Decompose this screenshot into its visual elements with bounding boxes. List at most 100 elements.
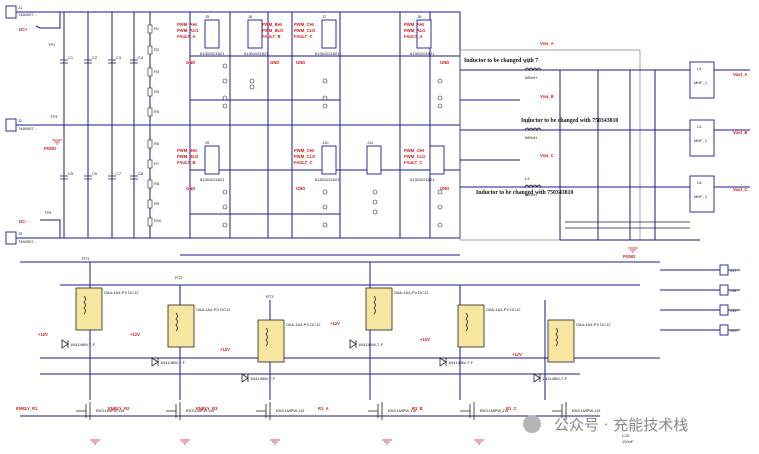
- svg-text:PWM_CHI: PWM_CHI: [294, 22, 314, 27]
- mosfet-q5: BSS138PW,115 R1_B: [412, 402, 509, 420]
- svg-text:PWM_CLO: PWM_CLO: [294, 28, 316, 33]
- svg-text:61301021821: 61301021821: [410, 177, 435, 182]
- svg-text:GND: GND: [440, 60, 449, 65]
- svg-text:BSS138PW,115: BSS138PW,115: [96, 408, 125, 413]
- svg-text:公众号 · 充能技术栈: 公众号 · 充能技术栈: [554, 416, 688, 434]
- svg-text:GND: GND: [186, 60, 195, 65]
- svg-text:R5: R5: [154, 109, 160, 114]
- svg-text:R1_A: R1_A: [318, 406, 329, 411]
- svg-text:MHF_1: MHF_1: [694, 80, 708, 85]
- svg-text:R7: R7: [154, 161, 160, 166]
- header-j9: J9 PWM_BHI PWM_BLO FAULT_B 61301021821 G…: [177, 140, 225, 191]
- relay-k4: G6A-1A4-PV DC12: [365, 287, 429, 331]
- relay-section: RT1 RT2 RT3 G6A-1A4-PV DC12 G6A-1A4-PV D…: [16, 254, 740, 444]
- relay-k3: G6A-1A4-PV DC12: [257, 319, 321, 363]
- svg-text:J18: J18: [730, 288, 737, 293]
- svg-text:GND: GND: [296, 186, 305, 191]
- svg-text:J6: J6: [248, 14, 253, 19]
- relay-output-connectors: J17 J18 J19 J20: [719, 264, 737, 336]
- svg-text:1N4148W-7-F: 1N4148W-7-F: [448, 360, 474, 365]
- svg-text:J10: J10: [322, 140, 329, 145]
- svg-text:J8: J8: [417, 14, 422, 19]
- svg-text:PWM_CLO: PWM_CLO: [404, 154, 426, 159]
- svg-text:RT3: RT3: [266, 294, 274, 299]
- svg-text:J20: J20: [730, 328, 737, 333]
- svg-text:J11: J11: [367, 140, 374, 145]
- svg-text:Vout_C: Vout_C: [733, 187, 747, 192]
- svg-text:G6A-1A4-PV DC12: G6A-1A4-PV DC12: [486, 307, 521, 312]
- svg-text:GND: GND: [440, 186, 449, 191]
- mosfet-q1: BSS138PW,115 ENRLY_R1: [16, 402, 125, 420]
- svg-text:R9: R9: [154, 201, 160, 206]
- svg-text:J9: J9: [205, 140, 210, 145]
- mosfet-q2: BSS138PW,115 ENRLY_R2: [108, 402, 215, 420]
- header-j8: J8 PWM_AHI PWM_ALO FAULT_A 61301021821 G…: [404, 14, 449, 65]
- svg-text:FAULT_B: FAULT_B: [262, 34, 281, 39]
- svg-text:PWM_AHI: PWM_AHI: [177, 22, 197, 27]
- svg-text:BSS138PW,115: BSS138PW,115: [276, 408, 305, 413]
- testpoint-tp1: TP1: [48, 42, 56, 47]
- svg-text:L2: L2: [525, 119, 530, 124]
- svg-text:61301021821: 61301021821: [410, 51, 435, 56]
- svg-text:J1: J1: [18, 5, 23, 10]
- ground-symbols: [52, 139, 638, 445]
- svg-text:C8: C8: [138, 171, 144, 176]
- output-module-c: L6 MHF_1: [689, 175, 715, 213]
- svg-text:PWM_BHI: PWM_BHI: [177, 148, 197, 153]
- output-stage: Inductor to be changed with 7 Inductor t…: [459, 41, 750, 259]
- svg-text:J7: J7: [322, 14, 327, 19]
- bottom-cap-value: 100nF: [622, 439, 634, 444]
- svg-text:Vsw_B: Vsw_B: [540, 94, 554, 99]
- svg-text:R10: R10: [154, 218, 162, 223]
- svg-text:GND: GND: [270, 60, 279, 65]
- svg-text:G6A-1A4-PV DC12: G6A-1A4-PV DC12: [576, 322, 611, 327]
- svg-text:C1: C1: [68, 55, 74, 60]
- watermark: 公众号 · 充能技术栈: [523, 415, 688, 434]
- testpoint-tp3: TP3: [50, 114, 58, 119]
- svg-text:680nH: 680nH: [525, 192, 537, 197]
- svg-text:61301021821: 61301021821: [200, 177, 225, 182]
- svg-text:BSS138PW,115: BSS138PW,115: [186, 408, 215, 413]
- dc-input-section: J1 7460007... J2 7460007... J3 7460007..…: [5, 5, 460, 245]
- svg-text:MHF_1: MHF_1: [694, 194, 708, 199]
- svg-text:PWM_CHI: PWM_CHI: [294, 148, 314, 153]
- svg-text:PWM_CLO: PWM_CLO: [294, 154, 316, 159]
- svg-text:J3: J3: [18, 231, 23, 236]
- svg-text:PWM_BHI: PWM_BHI: [262, 22, 282, 27]
- svg-text:1N4148W-7-F: 1N4148W-7-F: [358, 342, 384, 347]
- net-label-dc-minus: DC-: [19, 219, 27, 224]
- svg-text:J5: J5: [205, 14, 210, 19]
- svg-text:PWM_CHI: PWM_CHI: [404, 148, 424, 153]
- svg-text:R1: R1: [154, 26, 160, 31]
- svg-text:+12V: +12V: [330, 321, 340, 326]
- net-label-dc-plus: DC+: [19, 27, 28, 32]
- svg-text:RT1: RT1: [82, 256, 90, 261]
- inductor-l1: L1 680nH: [524, 59, 542, 80]
- mosfet-q3: BSS138PW,115 ENRLY_R3: [196, 402, 305, 420]
- svg-text:L1: L1: [525, 59, 530, 64]
- svg-text:R1_C: R1_C: [506, 406, 517, 411]
- svg-text:ENRLY_R1: ENRLY_R1: [16, 406, 38, 411]
- svg-text:680nH: 680nH: [525, 135, 537, 140]
- svg-text:+12V: +12V: [420, 337, 430, 342]
- svg-text:G6A-1A4-PV DC12: G6A-1A4-PV DC12: [394, 290, 429, 295]
- gate-driver-headers: J5 PWM_AHI PWM_ALO FAULT_A 61301021821 G…: [177, 12, 461, 238]
- svg-text:7460007...: 7460007...: [18, 12, 37, 17]
- header-j5: J5 PWM_AHI PWM_ALO FAULT_A 61301021821 G…: [177, 14, 225, 65]
- output-module-a: L4 MHF_1: [689, 61, 715, 99]
- svg-text:R4: R4: [154, 89, 160, 94]
- svg-text:C6: C6: [92, 171, 98, 176]
- svg-text:Vsw_C: Vsw_C: [540, 153, 554, 158]
- svg-text:R6: R6: [154, 141, 160, 146]
- svg-text:+12V: +12V: [38, 332, 48, 337]
- svg-text:BSS138PW,115: BSS138PW,115: [572, 408, 601, 413]
- svg-text:61301021821: 61301021821: [200, 51, 225, 56]
- svg-text:680nH: 680nH: [525, 75, 537, 80]
- inductor-l2: L2 680nH: [524, 119, 542, 140]
- svg-text:C2: C2: [92, 55, 98, 60]
- inductor-note-b: Inductor to be changed with 750343810: [521, 118, 618, 124]
- svg-text:FAULT_C: FAULT_C: [294, 160, 313, 165]
- svg-text:C3: C3: [116, 55, 122, 60]
- svg-text:BSS138PW,115: BSS138PW,115: [480, 408, 509, 413]
- svg-text:PWM_ALO: PWM_ALO: [404, 28, 426, 33]
